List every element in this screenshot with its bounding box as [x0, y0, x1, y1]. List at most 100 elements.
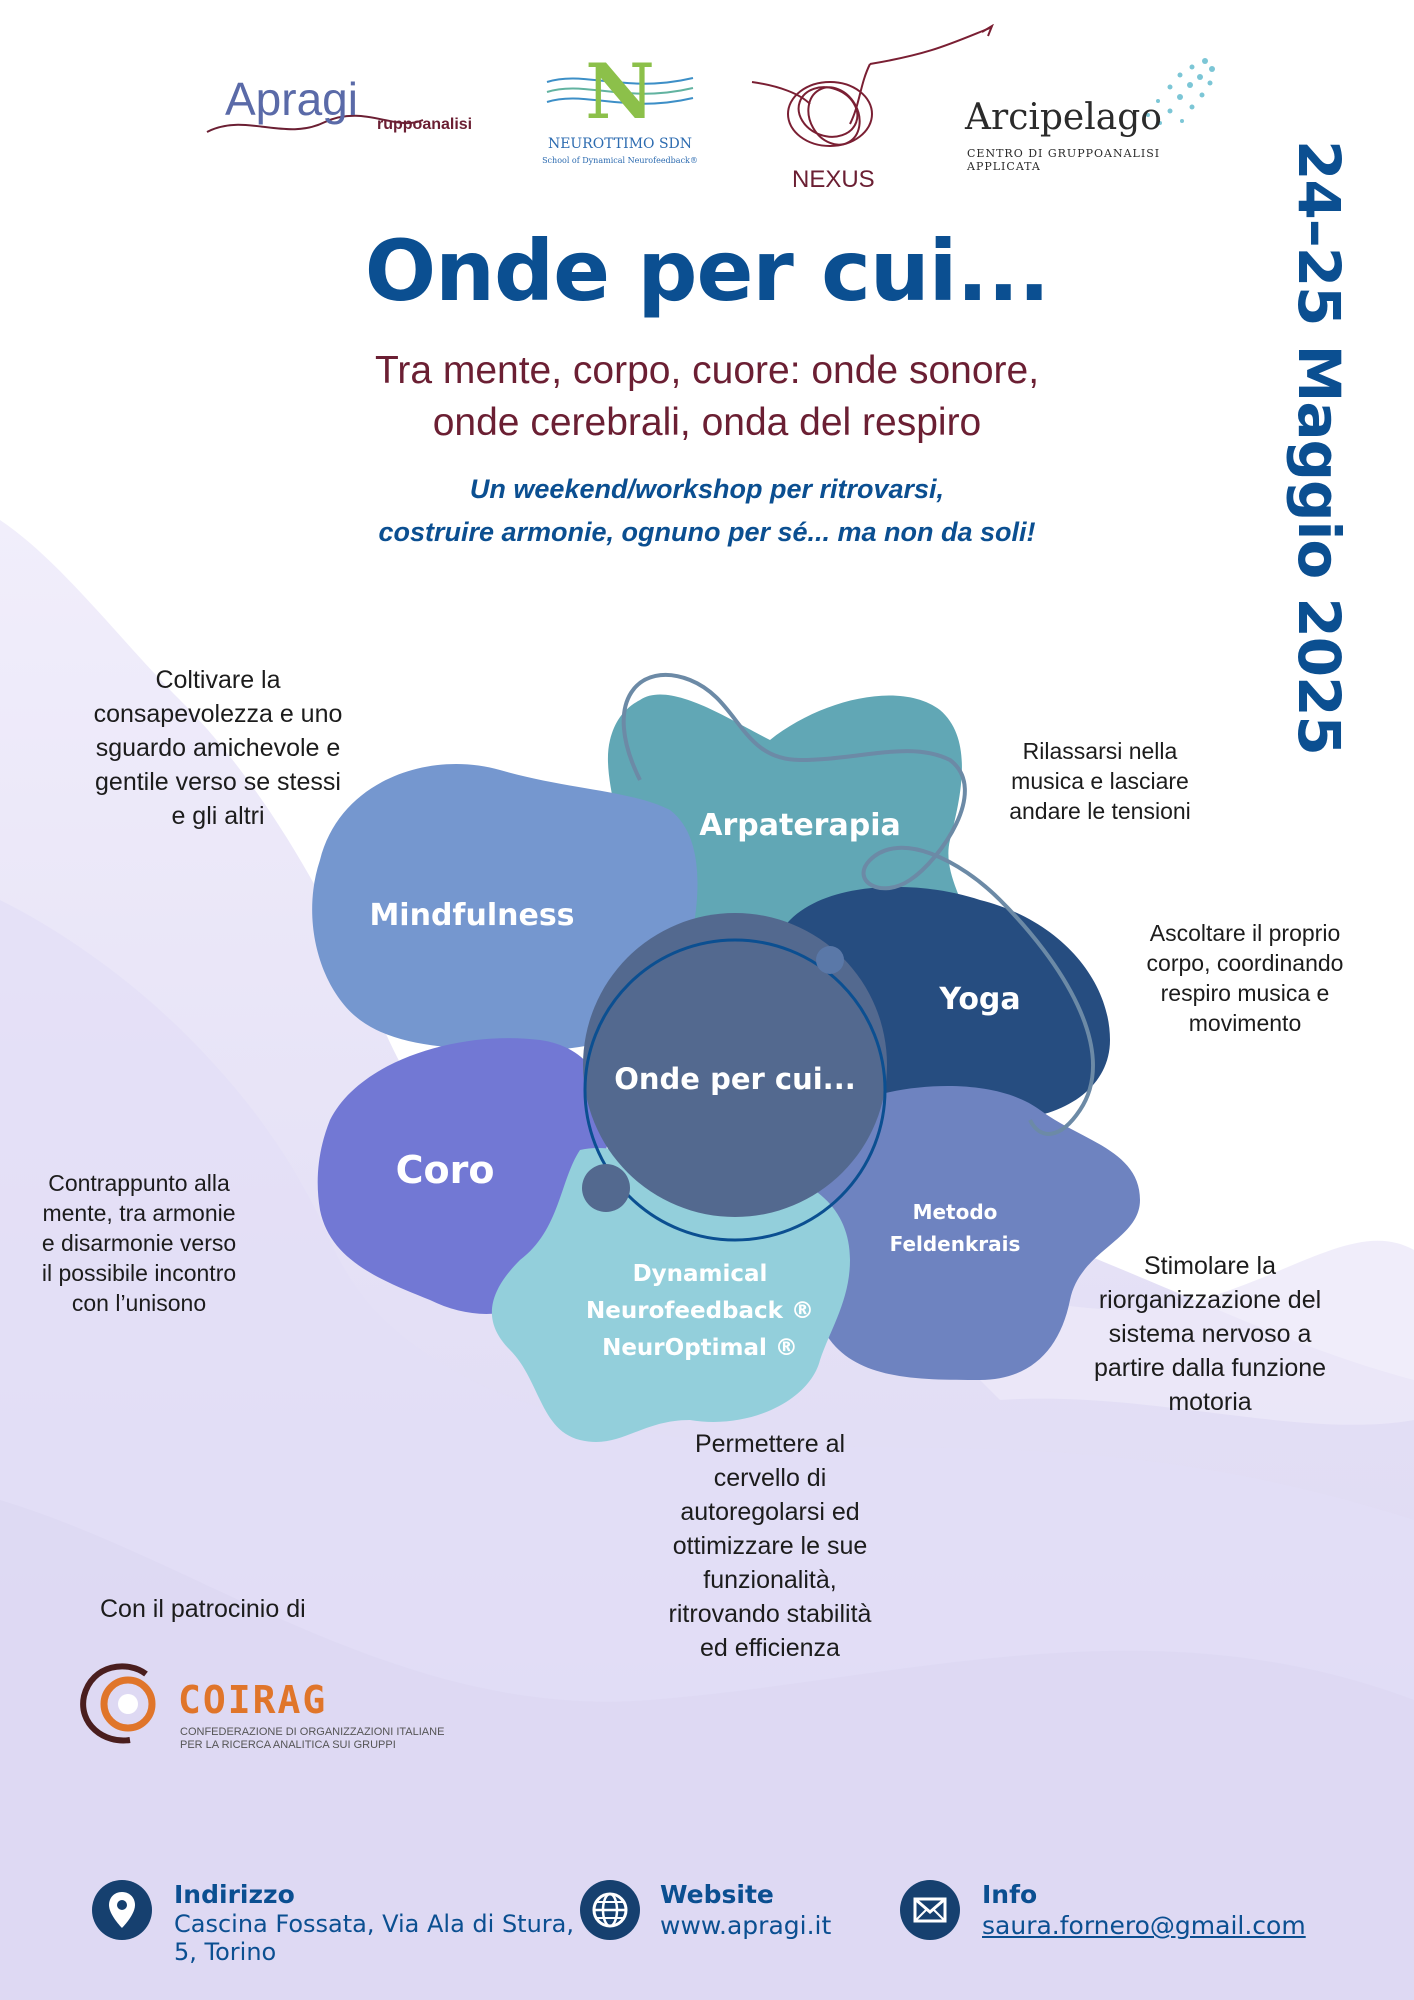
center-circle	[583, 913, 887, 1217]
patronage-label: Con il patrocinio di	[100, 1595, 306, 1623]
description-line: Contrappunto alla	[48, 1170, 230, 1196]
neurottimo-logo-tagline: School of Dynamical Neurofeedback®	[542, 156, 698, 165]
neurottimo-logo-name: NEUROTTIMO SDN	[547, 136, 693, 152]
coro-description: Contrappunto alla mente, tra armonie e d…	[14, 1168, 264, 1318]
description-line: Stimolare la	[1144, 1252, 1276, 1280]
nexus-logo-name: NEXUS	[792, 166, 875, 193]
info-email-link[interactable]: saura.fornero@gmail.com	[982, 1911, 1306, 1940]
coirag-logo-fullname: CONFEDERAZIONE DI ORGANIZZAZIONI ITALIAN…	[180, 1726, 444, 1752]
description-line: ottimizzare le sue	[672, 1532, 868, 1560]
description-line: ritrovando stabilità	[668, 1600, 872, 1628]
description-line: cervello di	[713, 1464, 827, 1492]
description-line: andare le tensioni	[1009, 798, 1191, 824]
feldenkrais-description: Stimolare la riorganizzazione del sistem…	[1060, 1249, 1360, 1419]
feldenkrais-label: Metodo Feldenkrais	[870, 1196, 1040, 1260]
location-pin-icon	[92, 1880, 152, 1940]
description-line: il possibile incontro	[41, 1260, 237, 1286]
mindfulness-blob	[312, 764, 698, 1050]
apragi-logo-name: Apragi	[225, 73, 358, 125]
description-line: gentile verso se stessi	[95, 768, 341, 796]
coirag-logo: COIRAG CONFEDERAZIONE DI ORGANIZZAZIONI …	[78, 1660, 458, 1752]
subtitle: Tra mente, corpo, cuore: onde sonore, on…	[257, 345, 1157, 449]
mindfulness-description: Coltivare la consapevolezza e uno sguard…	[48, 663, 388, 833]
page-title: Onde per cui...	[364, 222, 1050, 320]
address-label: Indirizzo	[174, 1880, 295, 1909]
address-value: Cascina Fossata, Via Ala di Stura, 5, To…	[174, 1910, 574, 1966]
tagline-line: Un weekend/workshop per ritrovarsi,	[469, 474, 945, 504]
description-line: e gli altri	[171, 802, 265, 830]
description-line: partire dalla funzione	[1093, 1354, 1327, 1382]
tagline: Un weekend/workshop per ritrovarsi, cost…	[300, 468, 1114, 554]
coirag-fullname-line: PER LA RICERCA ANALITICA SUI GRUPPI	[180, 1739, 396, 1751]
neurofeedback-description: Permettere al cervello di autoregolarsi …	[620, 1427, 920, 1665]
envelope-icon	[900, 1880, 960, 1940]
description-line: movimento	[1188, 1010, 1302, 1036]
neurofeedback-blob	[491, 1147, 850, 1443]
yoga-label: Yoga	[939, 982, 1021, 1017]
event-date-text: 24–25 Maggio 2025	[1285, 140, 1353, 755]
center-label: Onde per cui...	[614, 1062, 856, 1096]
description-line: corpo, coordinando	[1146, 950, 1344, 976]
description-line: ed efficienza	[700, 1634, 840, 1662]
description-line: sistema nervoso a	[1108, 1320, 1312, 1348]
globe-icon	[580, 1880, 640, 1940]
apragi-logo: Apragi ruppoanalisi	[205, 68, 485, 148]
description-line: e disarmonie verso	[41, 1230, 237, 1256]
description-line: autoregolarsi ed	[680, 1498, 860, 1526]
footer-website: Website www.apragi.it	[580, 1880, 880, 1950]
footer-address: Indirizzo Cascina Fossata, Via Ala di St…	[92, 1880, 574, 1970]
subtitle-line: onde cerebrali, onda del respiro	[432, 401, 982, 444]
description-line: consapevolezza e uno	[93, 700, 343, 728]
mindfulness-label: Mindfulness	[369, 898, 575, 933]
subtitle-line: Tra mente, corpo, cuore: onde sonore,	[374, 349, 1040, 392]
neurofeedback-label: Dynamical Neurofeedback ® NeurOptimal ®	[560, 1256, 840, 1367]
flowing-line	[621, 673, 1095, 1136]
info-label: Info	[982, 1880, 1038, 1909]
coirag-fullname-line: CONFEDERAZIONE DI ORGANIZZAZIONI ITALIAN…	[180, 1726, 445, 1738]
arcipelago-dots-icon	[1146, 58, 1215, 125]
website-label: Website	[660, 1880, 774, 1909]
description-line: motoria	[1168, 1388, 1252, 1416]
nexus-logo: NEXUS	[750, 24, 1000, 194]
svg-text:N: N	[585, 52, 654, 124]
description-line: funzionalità,	[703, 1566, 837, 1594]
description-line: Ascoltare il proprio	[1149, 920, 1341, 946]
apragi-logo-suffix: ruppoanalisi	[377, 116, 473, 133]
description-line: Rilassarsi nella	[1022, 738, 1178, 764]
tagline-line: costruire armonie, ognuno per sé... ma n…	[378, 517, 1036, 547]
feldenkrais-blob	[796, 1086, 1140, 1380]
description-line: con l’unisono	[71, 1290, 207, 1316]
arcipelago-logo: Arcipelago CENTRO DI GRUPPOANALISI APPLI…	[965, 55, 1225, 173]
arcipelago-logo-name: Arcipelago	[965, 97, 1162, 138]
arpaterapia-label: Arpaterapia	[699, 808, 901, 843]
arcipelago-logo-tagline: CENTRO DI GRUPPOANALISI APPLICATA	[967, 147, 1161, 173]
neurofeedback-label-line: NeurOptimal ®	[602, 1335, 798, 1361]
website-link[interactable]: www.apragi.it	[660, 1911, 832, 1940]
description-line: mente, tra armonie	[42, 1200, 236, 1226]
neurottimo-logo: N NEUROTTIMO SDN School of Dynamical Neu…	[540, 52, 700, 172]
description-line: riorganizzazione del	[1098, 1286, 1322, 1314]
coirag-swirl-icon	[80, 1663, 156, 1744]
small-dot-upper	[816, 946, 844, 974]
neurottimo-n-icon: N	[546, 52, 694, 124]
coirag-logo-name: COIRAG	[178, 1678, 328, 1722]
center-ring	[583, 938, 887, 1242]
small-dot-lower	[582, 1164, 630, 1212]
apragi-wave-icon	[206, 114, 424, 133]
address-line: Cascina Fossata, Via Ala di Stura,	[174, 1910, 575, 1938]
description-line: Coltivare la	[155, 666, 281, 694]
neurofeedback-label-line: Dynamical	[632, 1261, 768, 1287]
coro-label: Coro	[395, 1148, 495, 1192]
description-line: respiro musica e	[1160, 980, 1330, 1006]
feldenkrais-label-line: Metodo	[912, 1200, 998, 1224]
event-date: 24–25 Maggio 2025	[1285, 140, 1375, 755]
description-line: sguardo amichevole e	[95, 734, 341, 762]
feldenkrais-label-line: Feldenkrais	[889, 1232, 1021, 1256]
description-line: Permettere al	[694, 1430, 846, 1458]
yoga-description: Ascoltare il proprio corpo, coordinando …	[1110, 918, 1380, 1038]
address-line: 5, Torino	[174, 1938, 277, 1966]
arpaterapia-description: Rilassarsi nella musica e lasciare andar…	[960, 736, 1240, 826]
nexus-scribble-icon	[751, 24, 994, 147]
